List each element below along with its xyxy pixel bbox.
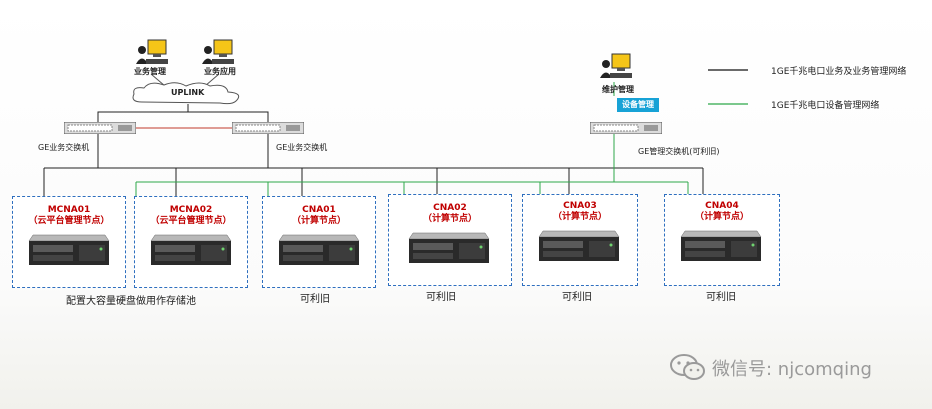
node-role: （计算节点） bbox=[694, 212, 749, 222]
server-icon bbox=[278, 234, 360, 265]
note-reuse: 可利旧 bbox=[426, 292, 456, 303]
workstation-icon bbox=[600, 53, 632, 78]
workstation-label: 维护管理 bbox=[602, 85, 634, 94]
note-reuse: 可利旧 bbox=[300, 294, 330, 305]
node-box-cna02: CNA02 （计算节点） bbox=[388, 194, 512, 286]
node-name: MCNA01 bbox=[47, 205, 91, 215]
server-photo bbox=[533, 227, 625, 271]
workstation-maintenance bbox=[598, 52, 634, 82]
node-box-mcna02: MCNA02 （云平台管理节点） bbox=[134, 196, 248, 288]
server-icon bbox=[408, 232, 490, 263]
cloud-label: UPLINK bbox=[171, 88, 205, 97]
server-icon bbox=[538, 230, 620, 261]
node-box-cna01: CNA01 （计算节点） bbox=[262, 196, 376, 288]
node-role: （计算节点） bbox=[552, 212, 607, 222]
server-photo bbox=[403, 229, 495, 273]
node-name: MCNA02 bbox=[169, 205, 213, 215]
note-reuse: 可利旧 bbox=[706, 292, 736, 303]
switch-label: GE业务交换机 bbox=[276, 143, 328, 152]
server-photo bbox=[675, 227, 767, 271]
switch-icon bbox=[590, 122, 662, 134]
server-photo bbox=[273, 231, 365, 275]
switch-icon bbox=[64, 122, 136, 134]
note-reuse: 可利旧 bbox=[562, 292, 592, 303]
switch-icon bbox=[232, 122, 304, 134]
note-storage-pool: 配置大容量硬盘做用作存储池 bbox=[66, 296, 196, 307]
wechat-icon bbox=[670, 354, 705, 380]
workstation-icon bbox=[136, 39, 168, 64]
node-role: （云平台管理节点） bbox=[150, 216, 232, 226]
device-mgmt-badge: 设备管理 bbox=[617, 98, 659, 112]
node-role: （计算节点） bbox=[422, 214, 477, 224]
server-icon bbox=[28, 234, 110, 265]
node-box-mcna01: MCNA01 （云平台管理节点） bbox=[12, 196, 126, 288]
node-name: CNA03 bbox=[563, 201, 597, 211]
server-icon bbox=[150, 234, 232, 265]
server-photo bbox=[145, 231, 237, 275]
node-role: （计算节点） bbox=[291, 216, 346, 226]
node-box-cna03: CNA03 （计算节点） bbox=[522, 194, 638, 286]
legend-business-network: 1GE千兆电口业务及业务管理网络 bbox=[771, 67, 907, 77]
server-icon bbox=[680, 230, 762, 261]
workstation-business-mgmt bbox=[134, 38, 170, 68]
workstation-business-app bbox=[200, 38, 236, 68]
server-photo bbox=[23, 231, 115, 275]
workstation-label: 业务管理 bbox=[134, 67, 166, 76]
legend-mgmt-network: 1GE千兆电口设备管理网络 bbox=[771, 101, 880, 111]
node-name: CNA04 bbox=[705, 201, 739, 211]
workstation-icon bbox=[202, 39, 234, 64]
node-name: CNA01 bbox=[302, 205, 336, 215]
node-name: CNA02 bbox=[433, 203, 467, 213]
watermark-text: 微信号: njcomqing bbox=[712, 359, 872, 380]
node-role: （云平台管理节点） bbox=[28, 216, 110, 226]
switch-label: GE业务交换机 bbox=[38, 143, 90, 152]
workstation-label: 业务应用 bbox=[204, 67, 236, 76]
switch-label: GE管理交换机(可利旧) bbox=[638, 147, 720, 156]
cloud-icon bbox=[132, 82, 240, 105]
node-box-cna04: CNA04 （计算节点） bbox=[664, 194, 780, 286]
